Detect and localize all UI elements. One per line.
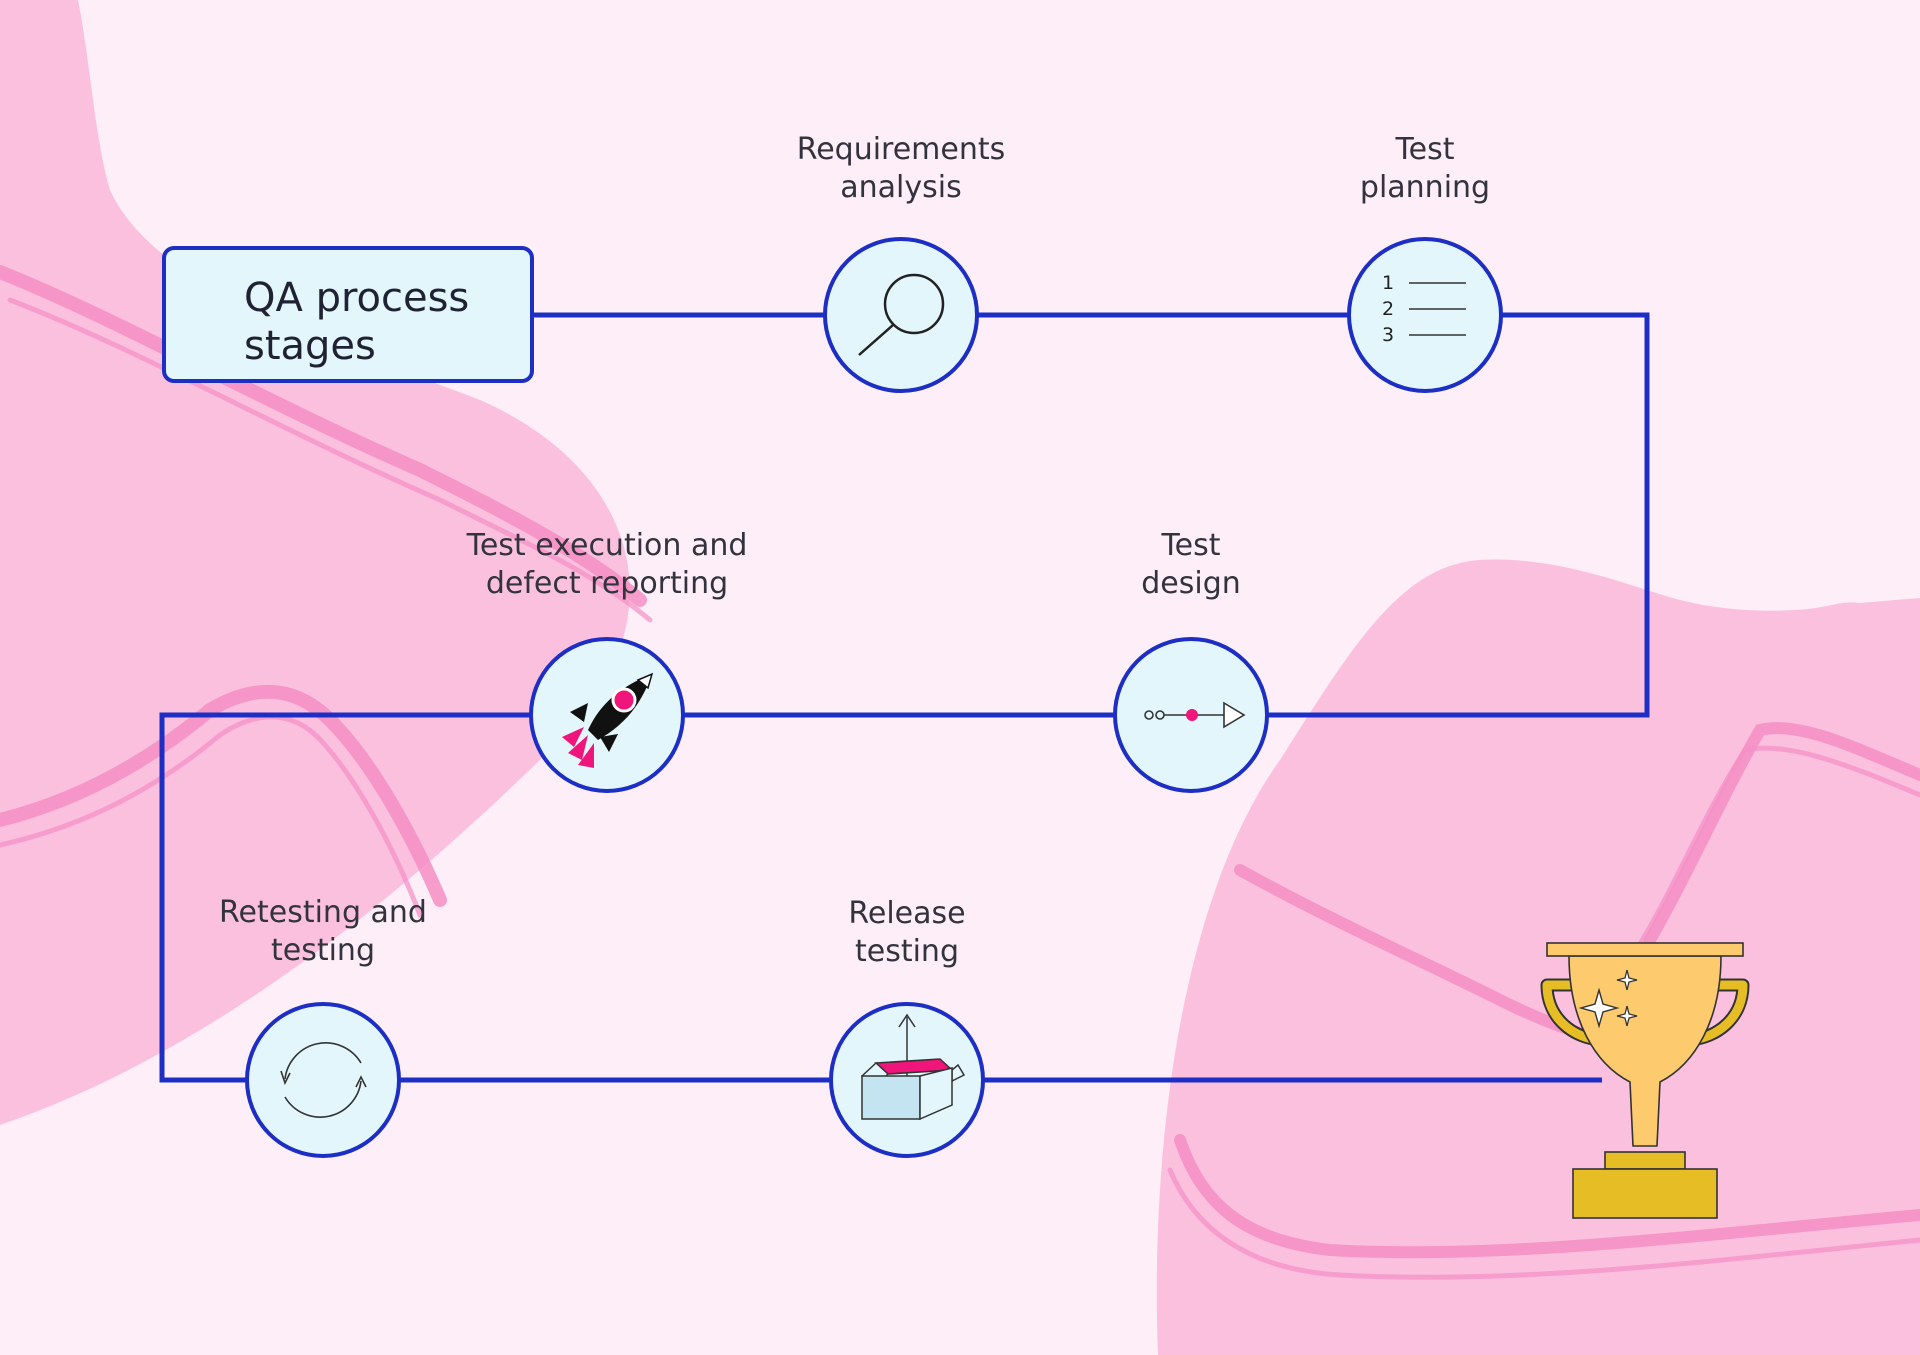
node-retesting — [245, 1002, 401, 1158]
node-test-execution — [529, 637, 685, 793]
open-box-icon — [860, 1013, 966, 1121]
label-test-design: Test design — [1141, 528, 1241, 601]
brush-stroke — [1174, 1134, 1920, 1259]
brush-stroke — [1627, 745, 1920, 963]
svg-text:3: 3 — [1382, 324, 1394, 346]
left-blob — [0, 0, 630, 1125]
node-circle — [1347, 237, 1503, 393]
cycle-arrows-icon — [280, 1042, 367, 1118]
brush-stroke — [1167, 1167, 1920, 1280]
brush-stroke — [1644, 722, 1920, 946]
brush-stroke — [7, 297, 653, 623]
node-requirements-analysis — [823, 237, 979, 393]
title-box: QA process stages — [162, 246, 534, 383]
label-requirements-analysis: Requirements analysis — [796, 132, 1006, 205]
right-blob — [1156, 559, 1920, 1355]
title-line-2: stages — [244, 323, 376, 369]
svg-text:2: 2 — [1382, 298, 1394, 320]
node-release-testing — [829, 1002, 985, 1158]
brush-strokes — [0, 265, 1920, 1280]
flow-arrow-icon — [1144, 701, 1246, 729]
rocket-icon — [562, 672, 654, 768]
numbered-list-icon: 1 2 3 — [1382, 272, 1466, 346]
title-line-1: QA process — [244, 275, 470, 321]
brush-stroke — [0, 265, 647, 607]
magnifier-icon — [858, 273, 945, 356]
trophy-icon — [1540, 942, 1750, 1219]
label-retesting: Retesting and testing — [219, 895, 427, 968]
node-test-design — [1113, 637, 1269, 793]
node-circle — [823, 237, 979, 393]
node-test-planning: 1 2 3 — [1347, 237, 1503, 393]
label-test-planning: Test planning — [1359, 132, 1491, 205]
label-release-testing: Release testing — [848, 896, 966, 969]
brush-stroke — [0, 684, 447, 907]
node-circle — [245, 1002, 401, 1158]
svg-text:1: 1 — [1382, 272, 1394, 294]
label-test-execution: Test execution and defect reporting — [466, 528, 748, 601]
